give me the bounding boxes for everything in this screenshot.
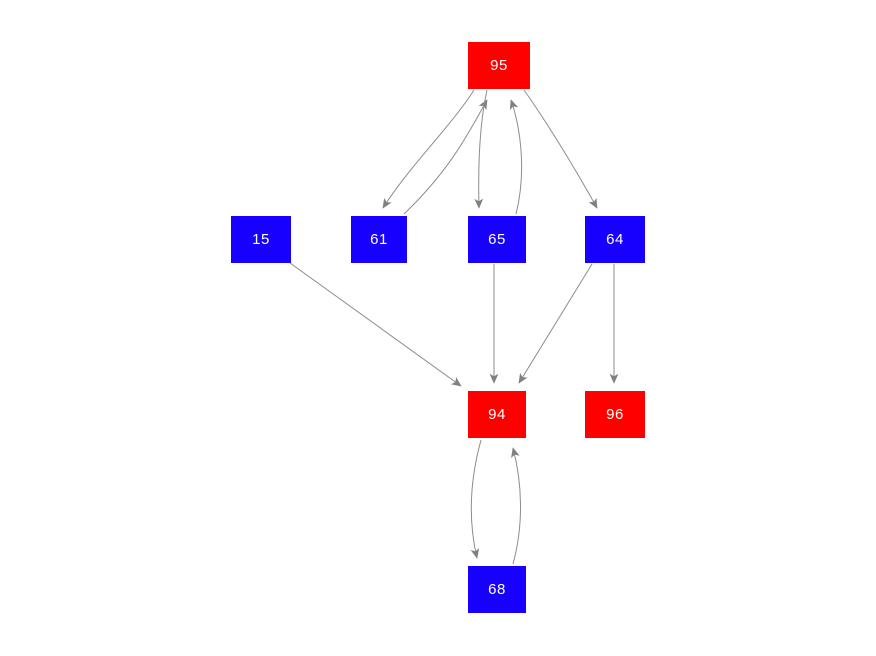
edge-65-to-95	[509, 99, 523, 215]
graph-node-15[interactable]: 15	[231, 216, 291, 263]
edge-61-to-95	[403, 99, 488, 215]
graph-node-64[interactable]: 64	[585, 216, 645, 263]
edge-15-to-94	[289, 262, 462, 387]
edge-64-to-94	[518, 263, 593, 384]
node-label: 64	[606, 231, 624, 248]
edge-95-to-65	[474, 89, 488, 209]
node-label: 95	[490, 57, 508, 74]
node-label: 96	[606, 406, 624, 423]
graph-node-65[interactable]: 65	[468, 216, 526, 263]
node-label: 61	[370, 231, 388, 248]
node-label: 15	[252, 231, 270, 248]
edge-68-to-94	[511, 447, 522, 565]
graph-node-68[interactable]: 68	[468, 566, 526, 613]
graph-node-61[interactable]: 61	[351, 216, 407, 263]
edge-95-to-61	[382, 89, 475, 209]
edge-95-to-64	[523, 89, 598, 209]
graph-node-94[interactable]: 94	[468, 391, 526, 438]
node-label: 94	[488, 406, 506, 423]
graph-node-95[interactable]: 95	[468, 42, 530, 89]
graph-node-96[interactable]: 96	[585, 391, 645, 438]
edge-94-to-68	[470, 439, 482, 559]
node-label: 65	[488, 231, 506, 248]
node-label: 68	[488, 581, 506, 598]
